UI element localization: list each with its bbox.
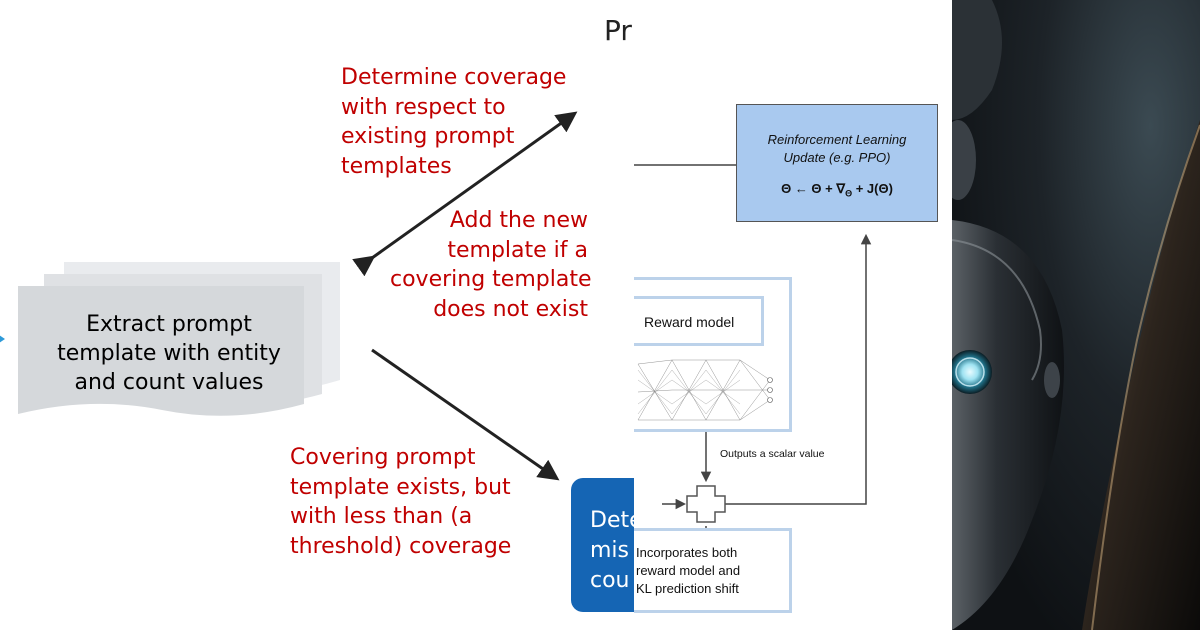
robot-photo (952, 0, 1200, 630)
annotation-line: does not exist (433, 296, 588, 322)
robot-illustration (952, 0, 1200, 630)
equation-tail: + J(Θ) (852, 181, 893, 196)
flow-arrows (352, 111, 578, 481)
annotation-line: template if a (447, 237, 588, 263)
document-stack-shape (18, 262, 348, 422)
incorporates-line: reward model and (636, 563, 741, 578)
feedback-arrow (724, 233, 872, 505)
annotation-line: template exists, but (290, 474, 511, 500)
chevron-right-icon (0, 333, 5, 345)
reward-model-box (634, 296, 764, 346)
neural-network-graphic (637, 359, 773, 421)
step-line: template with entity (57, 341, 281, 366)
annotation-line: Covering prompt (290, 445, 476, 470)
slide-title: Pr (604, 14, 632, 47)
annotation-line: threshold) coverage (290, 533, 512, 559)
covering-exists-annotation: Covering prompt template exists, but wit… (290, 443, 511, 561)
down-arrow (371, 348, 560, 481)
rl-update-equation: Θ ← Θ + ∇Θ + J(Θ) (737, 181, 937, 199)
rl-update-line: Reinforcement Learning (767, 132, 907, 147)
determine-step-box (571, 478, 634, 612)
scalar-output-label: Outputs a scalar value (720, 448, 825, 460)
rl-update-box: Reinforcement Learning Update (e.g. PPO)… (736, 104, 938, 222)
plus-icon (686, 485, 726, 523)
step-line: mis (590, 538, 630, 563)
annotation-line: existing prompt (341, 124, 515, 149)
extract-step-label: Extract prompt template with entity and … (24, 310, 314, 397)
step-line: and count values (74, 370, 264, 395)
rlhf-diagram: Reinforcement Learning Update (e.g. PPO)… (634, 0, 952, 630)
step-line: Dete (590, 508, 634, 533)
reward-model-label: Reward model (644, 314, 735, 330)
determine-step-label: Dete mis cou (590, 506, 634, 596)
rlhf-connectors (634, 164, 872, 528)
coverage-annotation: Determine coverage with respect to exist… (341, 63, 566, 181)
step-line: Extract prompt (86, 312, 252, 337)
equation-subscript: Θ (845, 188, 853, 199)
add-template-annotation: Add the new template if a covering templ… (390, 206, 592, 324)
annotation-line: covering template (390, 267, 592, 292)
incorporates-line: KL prediction shift (636, 581, 739, 596)
rl-update-line: Update (e.g. PPO) (783, 150, 891, 165)
incorporates-line: Incorporates both (636, 545, 738, 560)
incorporates-box (634, 528, 792, 613)
step-line: cou (590, 568, 630, 593)
reward-model-container (634, 277, 792, 432)
double-arrow (352, 111, 578, 277)
annotation-line: templates (341, 153, 452, 179)
equation-main: Θ ← Θ + ∇ (781, 181, 846, 196)
annotation-line: Determine coverage (341, 65, 567, 90)
annotation-line: with respect to (341, 94, 506, 120)
annotation-line: Add the new (449, 208, 588, 233)
annotation-line: with less than (a (290, 504, 473, 529)
prompt-template-slide: Pr Determine coverage with respect to ex… (0, 14, 634, 612)
incorporates-label: Incorporates both reward model and KL pr… (636, 544, 740, 598)
